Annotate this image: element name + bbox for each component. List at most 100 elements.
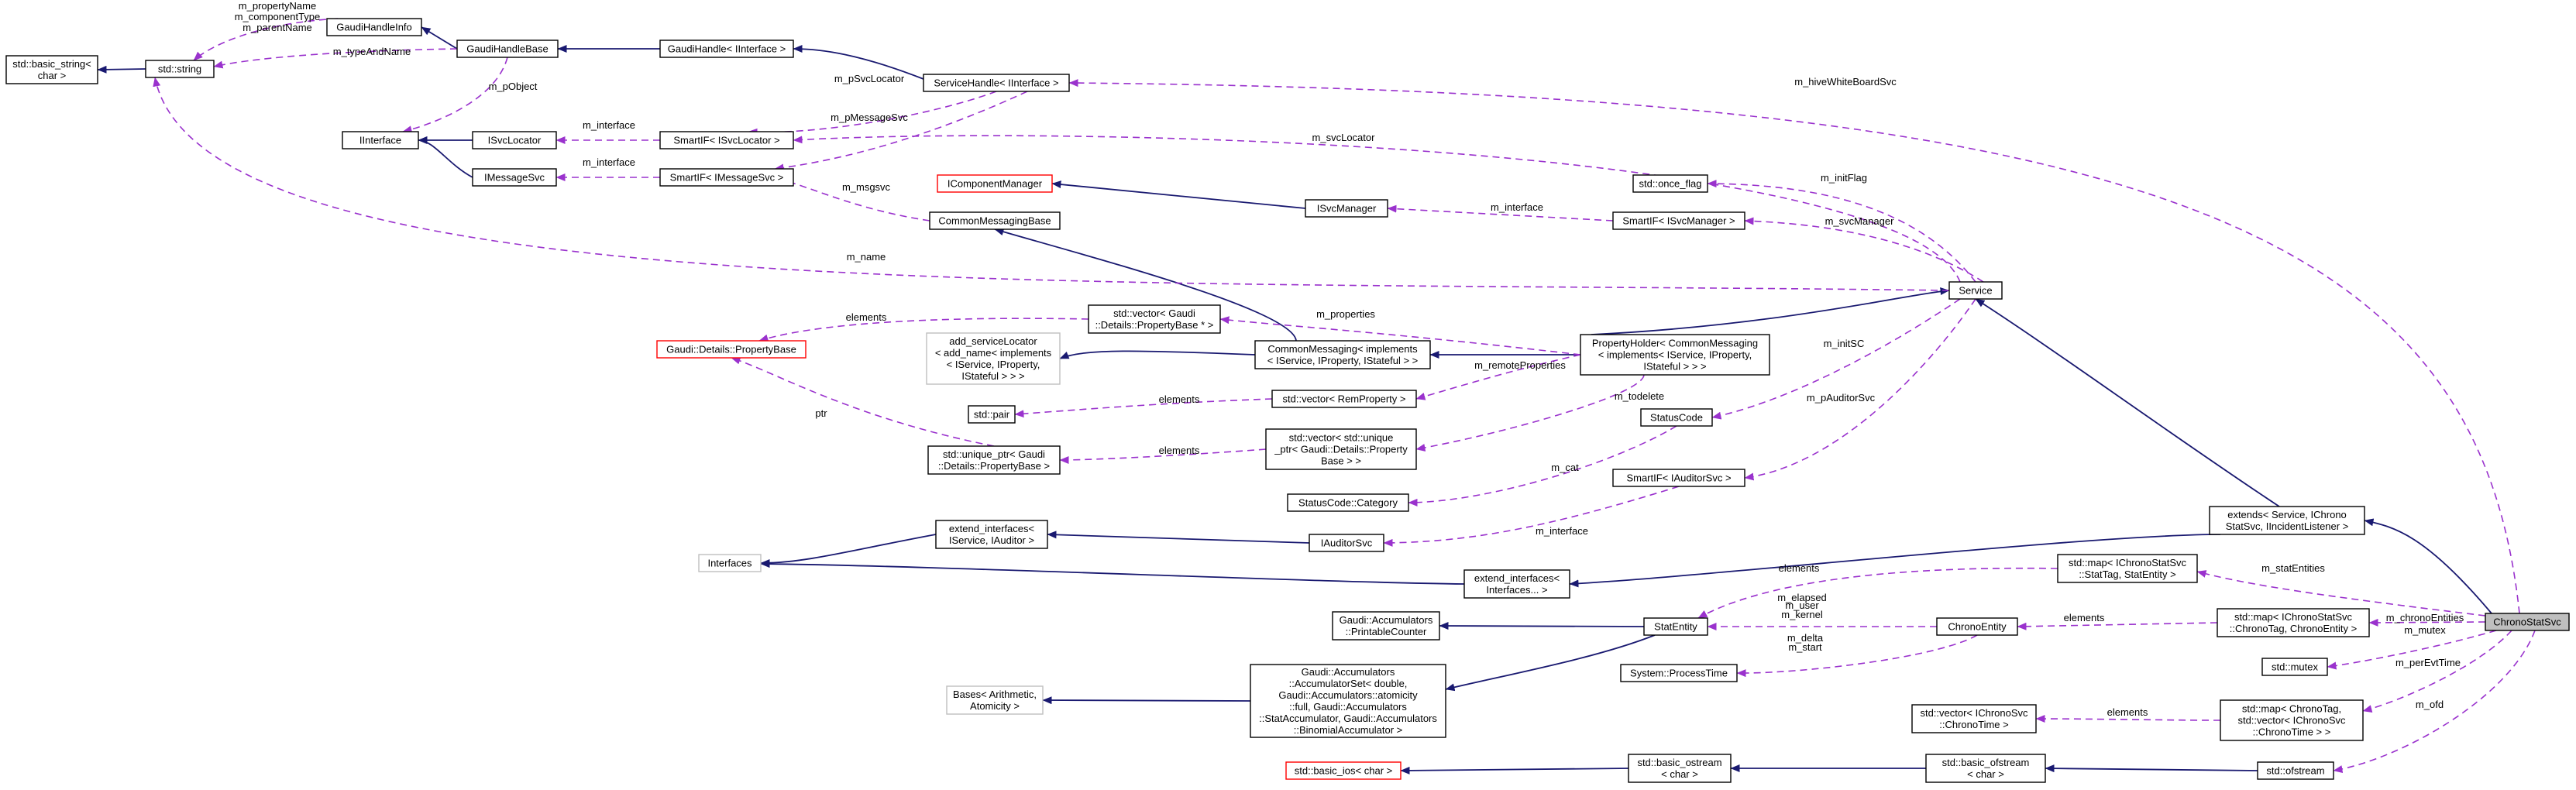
node-box <box>923 74 1070 92</box>
usage-edge-elements-uniq <box>1059 448 1267 464</box>
edge-label: ptr <box>815 407 827 419</box>
class-node-basic-string[interactable]: std::basic_string<char > <box>5 55 98 84</box>
class-node-extend-interfaces-auditor[interactable]: extend_interfaces<IService, IAuditor > <box>935 520 1048 549</box>
class-node-ofstream[interactable]: std::ofstream <box>2257 761 2334 780</box>
inheritance-edge-extends-ifaces <box>1569 534 2221 588</box>
class-node-smartif-iauditorsvc[interactable]: SmartIF< IAuditorSvc > <box>1612 469 1745 487</box>
node-label-line: add_serviceLocator <box>949 335 1037 347</box>
class-node-std-pair[interactable]: std::pair <box>968 405 1016 424</box>
usage-edge-ofd <box>2333 630 2536 773</box>
class-node-icomponentmanager[interactable]: IComponentManager <box>937 174 1053 193</box>
inheritance-edge-commonmessaging-addsvc <box>1059 350 1256 359</box>
class-node-service[interactable]: Service <box>1948 281 2003 300</box>
inheritance-edge-ostream <box>1400 766 1629 775</box>
class-node-vector-propertybase[interactable]: std::vector< Gaudi::Details::PropertyBas… <box>1088 304 1221 334</box>
class-node-basic-ofstream[interactable]: std::basic_ofstream< char > <box>1925 754 2046 783</box>
node-label-line: ::Details::PropertyBase * > <box>1095 319 1214 331</box>
class-node-servicehandle[interactable]: ServiceHandle< IInterface > <box>923 74 1070 92</box>
usage-edge-elements-chrono <box>2017 622 2218 630</box>
class-node-map-stattag[interactable]: std::map< IChronoStatSvc::StatTag, StatE… <box>2057 554 2198 583</box>
usage-edge-svcmanager <box>1744 217 1984 283</box>
class-node-accumulatorset[interactable]: Gaudi::Accumulators::AccumulatorSet< dou… <box>1250 664 1446 738</box>
node-box <box>937 174 1053 193</box>
node-label-line: GaudiHandleInfo <box>336 22 412 33</box>
node-label-line: std::unique_ptr< Gaudi <box>943 448 1045 460</box>
class-node-statuscode-category[interactable]: StatusCode::Category <box>1287 493 1409 512</box>
node-box <box>1265 428 1417 470</box>
class-node-unique-ptr[interactable]: std::unique_ptr< Gaudi::Details::Propert… <box>927 445 1061 475</box>
node-label-line: < add_name< implements <box>935 347 1052 359</box>
inheritance-edge-ext-ifaces-dots <box>760 560 1465 585</box>
class-node-vector-remproperty[interactable]: std::vector< RemProperty > <box>1271 390 1417 408</box>
node-box <box>698 554 762 572</box>
node-label-line: ::ChronoTime > > <box>2253 726 2331 738</box>
class-node-iinterface[interactable]: IInterface <box>342 131 419 149</box>
class-node-add-servicelocator[interactable]: add_serviceLocator< add_name< implements… <box>926 332 1061 385</box>
class-node-gaudihandle[interactable]: GaudiHandle< IInterface > <box>659 40 794 58</box>
inheritance-edge-service <box>1591 287 1950 335</box>
usage-edge-property-name <box>193 18 339 61</box>
class-node-map-chronotag[interactable]: std::map< IChronoStatSvc::ChronoTag, Chr… <box>2217 608 2370 637</box>
class-node-isvcmanager[interactable]: ISvcManager <box>1305 199 1388 218</box>
usage-edge-ptr <box>731 356 995 447</box>
node-label-line: ChronoEntity <box>1948 621 2007 633</box>
class-node-extends[interactable]: extends< Service, IChronoStatSvc, IIncid… <box>2209 506 2365 535</box>
class-node-commonmessaging[interactable]: CommonMessaging< implements< IService, I… <box>1254 340 1431 369</box>
node-box <box>1254 340 1431 369</box>
class-node-interfaces[interactable]: Interfaces <box>698 554 762 572</box>
usage-edge-interface-auditor <box>1383 486 1680 547</box>
usage-edge-delta-start <box>1736 634 1978 678</box>
node-label-line: Service <box>1959 285 1992 297</box>
class-node-smartif-isvclocator[interactable]: SmartIF< ISvcLocator > <box>659 131 794 149</box>
class-node-printablecounter[interactable]: Gaudi::Accumulators::PrintableCounter <box>1332 611 1440 641</box>
edge-label: m_hiveWhiteBoardSvc <box>1794 76 1897 88</box>
edge-label: elements <box>846 311 887 323</box>
node-box <box>2209 506 2365 535</box>
class-node-processtime[interactable]: System::ProcessTime <box>1620 664 1738 682</box>
node-label-line: SmartIF< ISvcLocator > <box>673 135 779 146</box>
class-node-vector-unique-ptr[interactable]: std::vector< std::unique_ptr< Gaudi::Det… <box>1265 428 1417 470</box>
class-node-gaudihandlebase[interactable]: GaudiHandleBase <box>456 40 559 58</box>
class-node-bases[interactable]: Bases< Arithmetic,Atomicity > <box>946 685 1044 715</box>
class-node-propertyholder[interactable]: PropertyHolder< CommonMessaging< impleme… <box>1580 334 1770 376</box>
class-node-gaudihandleinfo[interactable]: GaudiHandleInfo <box>326 18 422 36</box>
class-node-smartif-isvcmanager[interactable]: SmartIF< ISvcManager > <box>1612 211 1745 230</box>
node-box <box>1332 611 1440 641</box>
node-box <box>456 40 559 58</box>
class-node-propertybase[interactable]: Gaudi::Details::PropertyBase <box>656 340 807 359</box>
node-box <box>927 445 1061 475</box>
class-node-isvclocator[interactable]: ISvcLocator <box>472 131 557 149</box>
edge-label: m_pObject <box>489 81 538 92</box>
class-node-basic-ostream[interactable]: std::basic_ostream< char > <box>1628 754 1732 783</box>
node-label-line: StatusCode <box>1650 412 1703 424</box>
node-box <box>342 131 419 149</box>
class-node-smartif-imessagesvc[interactable]: SmartIF< IMessageSvc > <box>659 168 794 187</box>
node-label-line: std::vector< std::unique <box>1289 432 1394 444</box>
class-node-basic-ios[interactable]: std::basic_ios< char > <box>1285 761 1401 780</box>
class-node-statuscode[interactable]: StatusCode <box>1640 408 1713 427</box>
class-node-statentity[interactable]: StatEntity <box>1643 617 1708 636</box>
edge-label: m_interface <box>583 119 635 131</box>
class-node-vector-chronotime[interactable]: std::vector< IChronoSvc::ChronoTime > <box>1911 704 2037 733</box>
edge-label: elements <box>2107 706 2148 718</box>
node-box <box>935 520 1048 549</box>
edge-label: m_typeAndName <box>333 46 411 57</box>
class-node-std-mutex[interactable]: std::mutex <box>2261 658 2328 676</box>
usage-edge-pauditorsvc <box>1744 298 1976 481</box>
class-node-once-flag[interactable]: std::once_flag <box>1632 174 1708 193</box>
class-node-std-string[interactable]: std::string <box>145 60 215 78</box>
node-box <box>656 340 807 359</box>
node-box <box>472 168 557 187</box>
class-node-chronoentity[interactable]: ChronoEntity <box>1936 617 2018 636</box>
class-node-map-perevt[interactable]: std::map< ChronoTag,std::vector< IChrono… <box>2220 699 2364 741</box>
class-node-chronostatsvc[interactable]: ChronoStatSvc <box>2485 613 2570 631</box>
node-label-line: IAuditorSvc <box>1321 538 1373 549</box>
node-box <box>926 332 1061 385</box>
class-node-extend-interfaces-dots[interactable]: extend_interfaces<Interfaces... > <box>1463 569 1570 599</box>
node-label-line: ISvcLocator <box>488 135 542 146</box>
node-label-line: char > <box>38 70 67 81</box>
class-node-commonmessagingbase[interactable]: CommonMessagingBase <box>929 211 1061 230</box>
node-label-line: StatusCode::Category <box>1298 497 1398 509</box>
class-node-imessagesvc[interactable]: IMessageSvc <box>472 168 557 187</box>
class-node-iauditorsvc[interactable]: IAuditorSvc <box>1309 534 1384 552</box>
